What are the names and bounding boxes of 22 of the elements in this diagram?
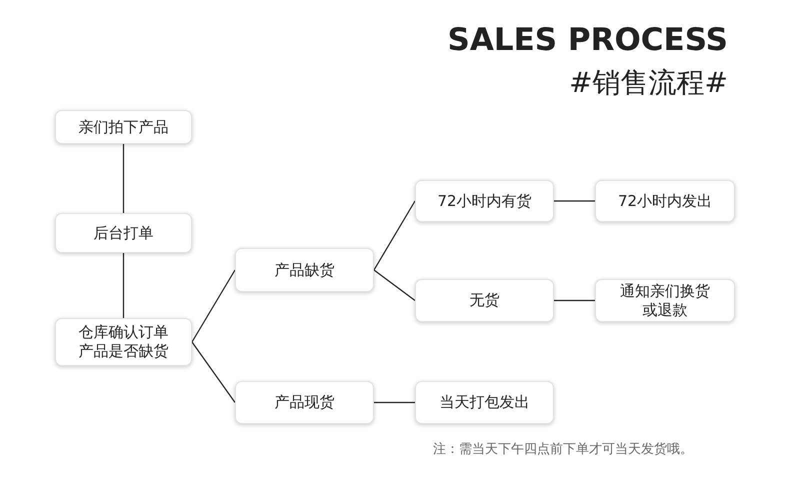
connector-line — [192, 342, 236, 403]
connector-line — [374, 402, 415, 404]
process-box: 当天打包发出 — [415, 381, 554, 424]
title: SALES PROCESS — [448, 22, 728, 58]
connector-line — [122, 144, 124, 213]
process-box: 无货 — [415, 279, 554, 322]
connector-line — [554, 300, 595, 302]
process-box: 产品现货 — [235, 381, 374, 424]
connector-line — [554, 200, 595, 202]
process-box: 产品缺货 — [235, 248, 374, 292]
subtitle: #销售流程# — [569, 65, 728, 101]
process-box: 通知亲们换货或退款 — [595, 279, 735, 322]
process-box: 仓库确认订单产品是否缺货 — [55, 318, 192, 366]
footnote: 注：需当天下午四点前下单才可当天发货哦。 — [433, 441, 693, 458]
connector-line — [191, 270, 236, 342]
connector-line — [122, 253, 124, 318]
connector-line — [373, 200, 416, 270]
process-box: 72小时内发出 — [595, 180, 735, 222]
process-box: 后台打单 — [55, 213, 192, 253]
process-box: 亲们拍下产品 — [55, 110, 192, 144]
connector-line — [374, 270, 416, 301]
process-box: 72小时内有货 — [415, 180, 554, 222]
